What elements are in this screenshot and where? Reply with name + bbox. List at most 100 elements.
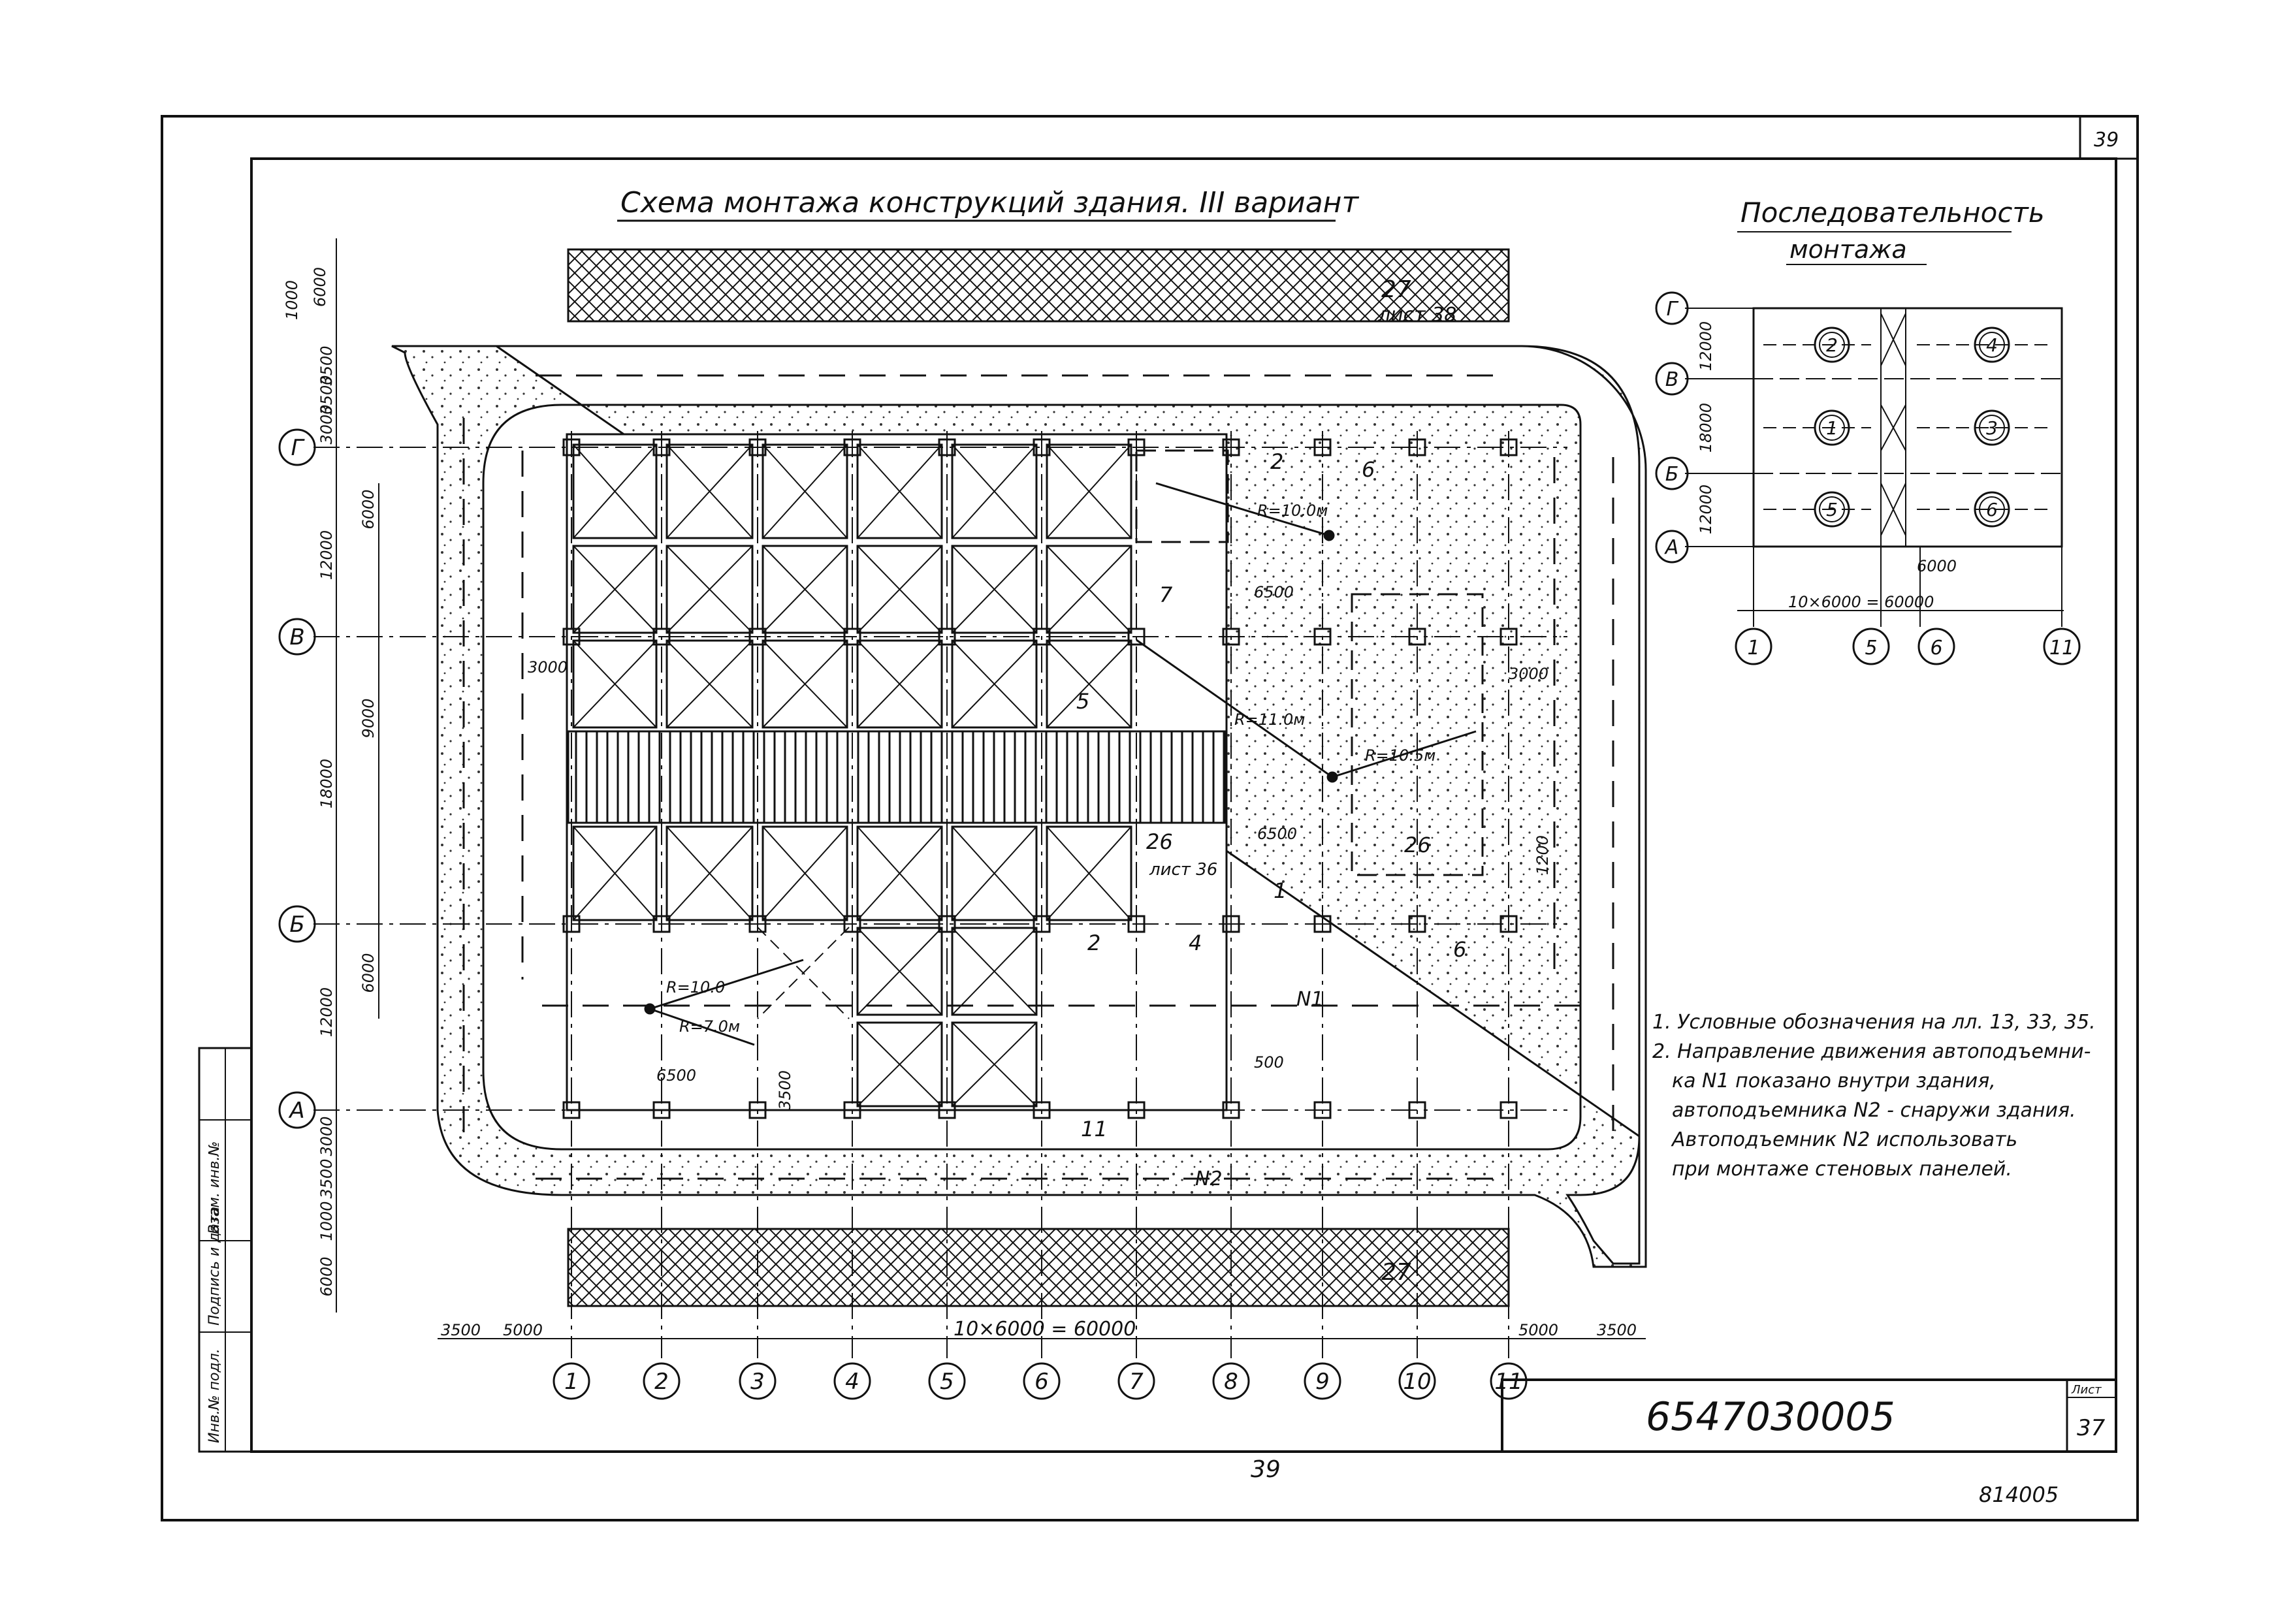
seq-step-bubble <box>1974 409 2010 446</box>
column-marker <box>1408 628 1426 646</box>
left-dim-label: 6000 <box>317 1256 336 1296</box>
dim-bottom-5000-right: 5000 <box>1518 1321 1558 1339</box>
note-line: при монтаже стеновых панелей. <box>1672 1158 2012 1181</box>
dim-3500-lower: 3500 <box>776 1070 794 1110</box>
column-marker <box>652 438 671 456</box>
seq-row-dim: 12000 <box>1697 485 1715 534</box>
main-plan-title: Схема монтажа конструкций здания. III ва… <box>620 186 1359 219</box>
bay-bracing <box>857 1022 942 1107</box>
bay-bracing <box>573 640 657 728</box>
seq-row-bubble <box>1655 530 1689 564</box>
bay-panel <box>951 825 1038 921</box>
bay-panel <box>572 443 658 539</box>
bay-bracing <box>1046 640 1132 728</box>
column-marker <box>1313 1101 1332 1119</box>
bay-panel <box>665 825 754 921</box>
row-axis-label: А <box>288 1098 304 1124</box>
dim-3000-left: 3000 <box>528 658 568 677</box>
seq-step-bubble <box>1814 409 1850 446</box>
note-line: 2. Направление движения автоподъемни- <box>1652 1040 2091 1063</box>
seq-row-dim: 12000 <box>1697 321 1715 371</box>
callout-6-upper: 6 <box>1362 457 1375 482</box>
seq-step-bubble-inner <box>1819 496 1845 522</box>
seq-step-bubble <box>1814 326 1850 363</box>
column-marker <box>843 915 861 933</box>
bay-bracing <box>857 444 942 539</box>
notes-block: 1. Условные обозначения на лл. 13, 33, 3… <box>1652 1011 2096 1181</box>
bay-panel <box>572 545 658 634</box>
sequence-title-2: монтажа <box>1789 235 1907 264</box>
radius-label-3: R=10.5м <box>1365 746 1435 765</box>
column-marker <box>1127 915 1146 933</box>
column-marker <box>652 628 671 646</box>
column-axis-label: 4 <box>845 1369 859 1395</box>
dim-top-6000: 6000 <box>311 267 329 307</box>
bay-panel <box>951 927 1038 1016</box>
archive-number: 814005 <box>1979 1482 2059 1507</box>
column-axis-bubble <box>739 1362 777 1400</box>
left-inner-dim-label: 9000 <box>359 698 377 738</box>
seq-col-bubble <box>1735 628 1772 665</box>
row-axis-bubble <box>278 905 316 943</box>
bay-bracing <box>762 640 848 728</box>
dim-bottom-5000-left: 5000 <box>503 1321 543 1339</box>
bay-panel <box>856 1021 943 1107</box>
seq-dim-total: 10×6000 = 60000 <box>1788 593 1934 611</box>
callout-1: 1 <box>1274 878 1287 903</box>
bay-panel <box>1046 825 1132 921</box>
sheet-number: 37 <box>2077 1415 2106 1441</box>
bay-panel <box>762 639 848 729</box>
row-axis-label: Г <box>291 435 306 461</box>
seq-row-label: Б <box>1665 463 1679 486</box>
seq-step-bubble <box>1814 491 1850 528</box>
bay-panel <box>856 443 943 539</box>
column-marker <box>1313 915 1332 933</box>
bay-panel <box>762 545 848 634</box>
dim-1200-right: 1200 <box>1533 835 1552 875</box>
column-marker <box>562 438 581 456</box>
left-dim-chain <box>336 238 379 1313</box>
bay-panel <box>951 1021 1038 1107</box>
bay-bracing <box>666 640 753 728</box>
section-27-top: 27 <box>1381 276 1411 303</box>
seq-dim-6000: 6000 <box>1917 557 1957 575</box>
seq-step-label: 3 <box>1986 417 1998 439</box>
column-axis-label: 10 <box>1403 1369 1431 1395</box>
seq-row-label: В <box>1665 368 1679 391</box>
seq-step-label: 6 <box>1986 499 1998 520</box>
column-marker <box>748 1101 767 1119</box>
column-axis-label: 11 <box>1494 1369 1522 1395</box>
callout-11: 11 <box>1081 1117 1108 1141</box>
bottom-page-number: 39 <box>1251 1456 1281 1483</box>
column-marker <box>562 628 581 646</box>
seq-col-label: 5 <box>1865 637 1877 660</box>
seq-step-bubble <box>1974 326 2010 363</box>
stamp-label-inv: Инв.№ подл. <box>206 1348 223 1443</box>
callout-6-lower: 6 <box>1453 937 1466 962</box>
row-axis-bubble <box>278 618 316 656</box>
storage-area-bottom <box>567 1228 1510 1307</box>
seq-step-bubble-inner <box>1979 415 2005 441</box>
column-marker <box>938 628 956 646</box>
bay-bracing <box>666 444 753 539</box>
left-dim-label: 3000 <box>317 404 336 444</box>
column-marker <box>1408 1101 1426 1119</box>
sequence-title-1: Последовательность <box>1740 197 2045 229</box>
callout-4: 4 <box>1189 931 1202 955</box>
bay-panel <box>1046 443 1132 539</box>
seq-row-label: А <box>1664 536 1679 559</box>
column-marker <box>652 1101 671 1119</box>
seq-row-bubble <box>1655 456 1689 490</box>
column-marker <box>1033 1101 1051 1119</box>
seq-row-bubble <box>1655 362 1689 396</box>
column-marker <box>562 1101 581 1119</box>
dim-bottom-total: 10×6000 = 60000 <box>954 1318 1136 1341</box>
bay-panel <box>951 545 1038 634</box>
bay-bracing <box>762 444 848 539</box>
seq-col-bubble <box>1852 628 1890 665</box>
bay-bracing-dashed <box>757 927 850 1019</box>
seq-col-bubble <box>2043 628 2081 665</box>
column-marker <box>1222 438 1240 456</box>
left-dim-label: 1000 <box>317 1201 336 1241</box>
column-axis-bubble <box>643 1362 681 1400</box>
